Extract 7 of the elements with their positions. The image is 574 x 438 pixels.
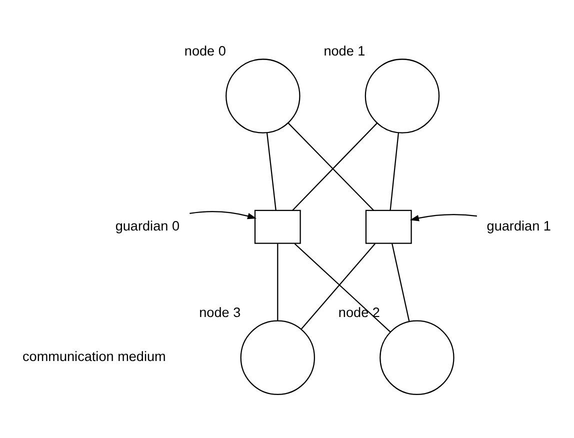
- node-label: node 2: [338, 304, 380, 320]
- node-label: node 1: [324, 42, 366, 58]
- label: communication medium: [22, 348, 166, 364]
- node-text: guardian 1: [486, 218, 551, 233]
- node-text: guardian 0: [115, 218, 180, 233]
- node-label: node 0: [184, 42, 226, 58]
- node-label: node 3: [199, 304, 241, 320]
